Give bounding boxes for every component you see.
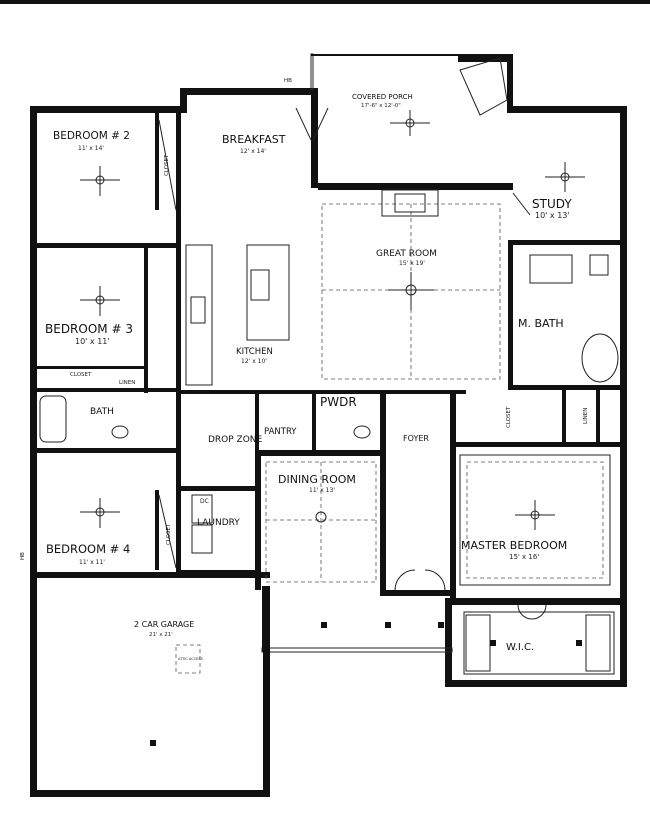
small-labels: CLOSET CLOSET LINEN CLOSET LINEN CLOSET … — [20, 78, 589, 661]
attic-label: ATTIC ACCESS — [178, 657, 204, 661]
dining-room-name: DINING ROOM — [278, 473, 356, 486]
garage-name: 2 CAR GARAGE — [134, 620, 194, 629]
bedroom4-name: BEDROOM # 4 — [46, 542, 130, 556]
porch-size: 17'-6" x 12'-0" — [361, 103, 401, 109]
pantry-name: PANTRY — [264, 427, 297, 437]
study-size: 10' x 13' — [535, 211, 570, 220]
master-bedroom-size: 15' x 16' — [509, 553, 539, 561]
bedroom2-name: BEDROOM # 2 — [53, 130, 130, 142]
garage-size: 21' x 21' — [149, 632, 173, 638]
interior-walls — [30, 110, 623, 600]
pwdr-name: PWDR — [320, 395, 357, 409]
bedroom3-name: BEDROOM # 3 — [45, 322, 133, 336]
breakfast-name: BREAKFAST — [222, 133, 286, 146]
bedroom4-size: 11' x 11' — [79, 559, 105, 566]
master-bedroom-name: MASTER BEDROOM — [461, 539, 567, 552]
dc-label: DC — [200, 498, 209, 505]
linen-master-label: LINEN — [583, 408, 589, 424]
great-room-size: 15' x 19' — [399, 260, 425, 267]
closet-b3-label: CLOSET — [70, 372, 92, 378]
room-labels: BEDROOM # 2 11' x 14' BREAKFAST 12' x 14… — [45, 93, 572, 653]
top-border — [0, 0, 650, 4]
hb-left-label: HB — [20, 552, 26, 560]
bath-name: BATH — [90, 407, 114, 417]
kitchen-size: 12' x 10' — [241, 358, 267, 365]
foyer-name: FOYER — [403, 434, 429, 443]
exterior-walls — [30, 53, 627, 797]
bedroom2-size: 11' x 14' — [78, 145, 104, 152]
closet-hall-label: CLOSET — [506, 406, 512, 428]
closet-b2-label: CLOSET — [164, 154, 170, 176]
drop-zone-name: DROP ZONE — [208, 435, 263, 445]
closet-b4-label: CLOSET — [166, 523, 172, 545]
m-bath-name: M. BATH — [518, 317, 564, 330]
dining-room-size: 11' x 13' — [309, 487, 335, 494]
wic-name: W.I.C. — [506, 642, 534, 653]
fixtures — [39, 57, 619, 746]
study-name: STUDY — [532, 197, 572, 211]
kitchen-name: KITCHEN — [236, 347, 273, 357]
hb-top-label: HB — [284, 78, 292, 84]
porch-name: COVERED PORCH — [352, 93, 413, 101]
laundry-name: LAUNDRY — [197, 518, 240, 528]
bedroom3-size: 10' x 11' — [75, 337, 110, 346]
garage-light — [150, 740, 156, 746]
linen-label: LINEN — [119, 380, 135, 386]
breakfast-size: 12' x 14' — [240, 148, 266, 155]
great-room-name: GREAT ROOM — [376, 249, 437, 259]
